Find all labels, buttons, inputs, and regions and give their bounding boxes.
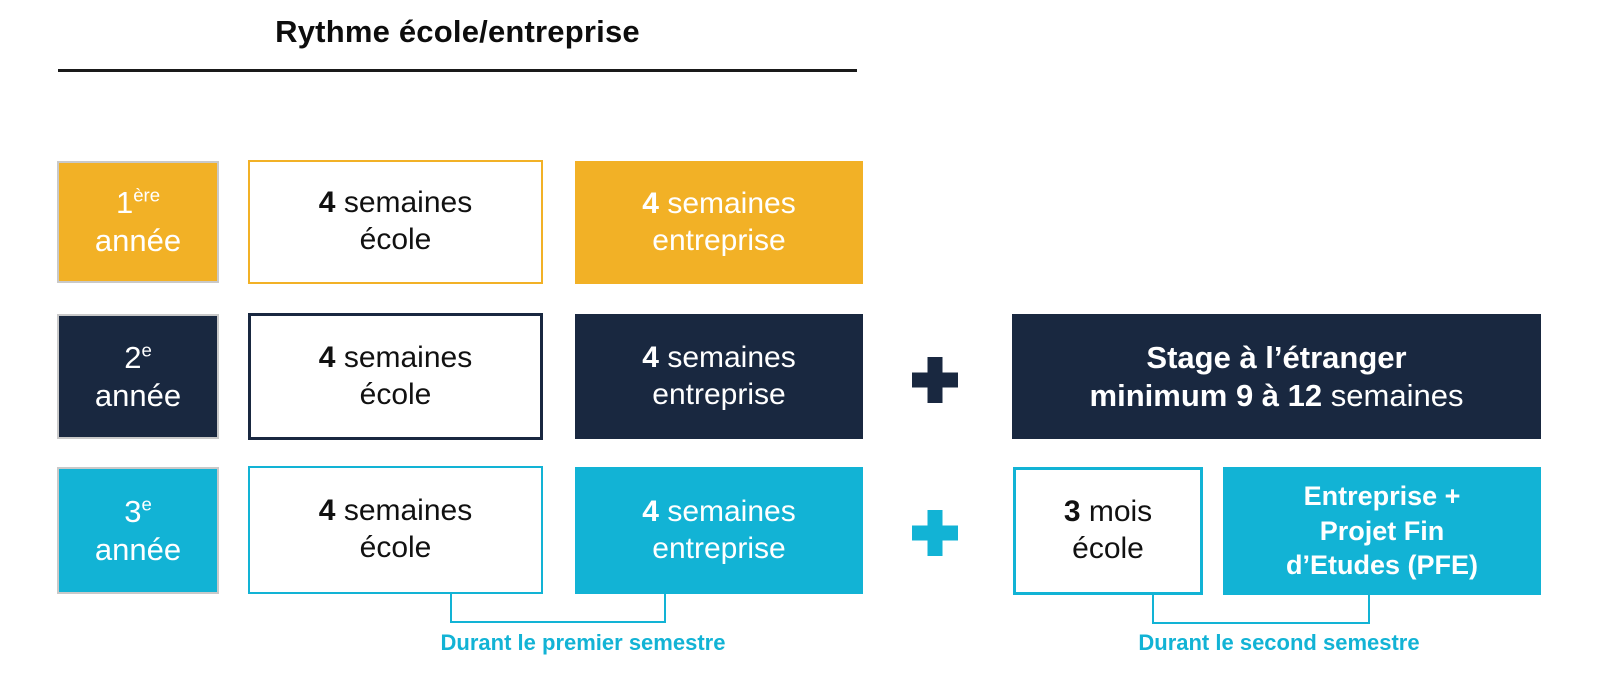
page-title: Rythme école/entreprise <box>275 14 640 49</box>
year-1-badge: 1ère année <box>57 161 219 283</box>
year-2-number-line: 2e <box>124 339 152 377</box>
abroad-internship-duration: minimum 9 à 12 <box>1089 377 1323 413</box>
year-3-badge: 3e année <box>57 467 219 594</box>
year-2-number: 2 <box>124 339 142 375</box>
year-3-company-line1: 4 semaines <box>642 494 795 531</box>
year-3-number: 3 <box>124 493 142 529</box>
year-3-school-line2: école <box>359 531 432 564</box>
year-1-number: 1 <box>115 185 134 221</box>
school-months-line1: 3 mois <box>1064 494 1152 531</box>
pfe-line1: Entreprise + <box>1303 481 1461 512</box>
year-2-company-line1: 4 semaines <box>642 340 795 377</box>
abroad-internship-box: Stage à l’étranger minimum 9 à 12 semain… <box>1012 314 1541 439</box>
company-pfe-box: Entreprise + Projet Fin d’Etudes (PFE) <box>1223 467 1541 595</box>
plus-label: + <box>912 510 913 511</box>
school-months-box: 3 mois école <box>1013 467 1203 595</box>
plus-label: + <box>912 357 913 358</box>
year-2-company-unit: semaines <box>667 340 796 374</box>
year-1-company-weeks-box: 4 semaines entreprise <box>575 161 863 284</box>
year-2-company-count: 4 <box>642 340 659 374</box>
plus-vertical-bar <box>927 510 943 556</box>
year-2-school-line2: école <box>359 377 432 411</box>
year-1-school-line1: 4 semaines <box>319 185 472 222</box>
year-3-school-unit: semaines <box>343 494 473 528</box>
school-months-line2: école <box>1072 532 1144 565</box>
title-underline <box>58 69 857 72</box>
year-3-ordinal-suffix: e <box>141 493 152 515</box>
year-1-company-count: 4 <box>642 186 659 220</box>
pfe-line3: d’Etudes (PFE) <box>1285 550 1478 581</box>
abroad-internship-line1: Stage à l’étranger <box>1146 339 1406 377</box>
year-2-ordinal-suffix: e <box>141 339 152 361</box>
year-1-number-line: 1ère <box>116 184 160 222</box>
school-months-unit: mois <box>1088 495 1153 529</box>
year-2-company-line2: entreprise <box>652 377 786 411</box>
year-2-badge: 2e année <box>57 314 219 439</box>
year-2-school-line1: 4 semaines <box>319 340 472 377</box>
year-3-school-line1: 4 semaines <box>319 493 472 530</box>
year-2-company-weeks-box: 4 semaines entreprise <box>575 314 863 439</box>
plus-icon: + <box>912 510 958 556</box>
second-semester-bracket <box>1152 595 1370 624</box>
plus-vertical-bar <box>927 357 943 403</box>
year-1-school-count: 4 <box>318 186 336 220</box>
year-1-school-unit: semaines <box>343 186 473 220</box>
year-1-school-weeks-box: 4 semaines école <box>248 160 543 284</box>
abroad-internship-line2: minimum 9 à 12 semaines <box>1090 377 1464 415</box>
year-1-word: année <box>94 223 182 258</box>
year-2-school-count: 4 <box>318 340 336 374</box>
year-1-company-unit: semaines <box>667 186 796 220</box>
year-1-ordinal-suffix: ère <box>133 184 161 206</box>
school-months-count: 3 <box>1063 495 1081 529</box>
year-3-company-unit: semaines <box>667 494 796 528</box>
year-3-company-count: 4 <box>642 494 659 528</box>
year-3-number-line: 3e <box>124 493 152 531</box>
year-3-word: année <box>94 531 182 567</box>
abroad-internship-unit: semaines <box>1330 377 1464 413</box>
year-1-company-line2: entreprise <box>652 223 786 257</box>
year-1-school-line2: école <box>359 223 432 256</box>
year-3-school-count: 4 <box>318 494 336 528</box>
year-2-school-unit: semaines <box>343 340 473 374</box>
year-3-company-weeks-box: 4 semaines entreprise <box>575 467 863 594</box>
abroad-internship-title: Stage à l’étranger <box>1146 339 1407 375</box>
pfe-line2: Projet Fin <box>1319 515 1445 546</box>
year-2-school-weeks-box: 4 semaines école <box>248 313 543 440</box>
year-1-company-line1: 4 semaines <box>642 186 795 223</box>
year-2-word: année <box>94 377 182 413</box>
year-3-company-line2: entreprise <box>652 531 786 565</box>
year-3-school-weeks-box: 4 semaines école <box>248 466 543 594</box>
second-semester-label: Durant le second semestre <box>1138 630 1420 655</box>
first-semester-bracket <box>450 594 666 623</box>
first-semester-label: Durant le premier semestre <box>440 630 726 655</box>
plus-icon: + <box>912 357 958 403</box>
